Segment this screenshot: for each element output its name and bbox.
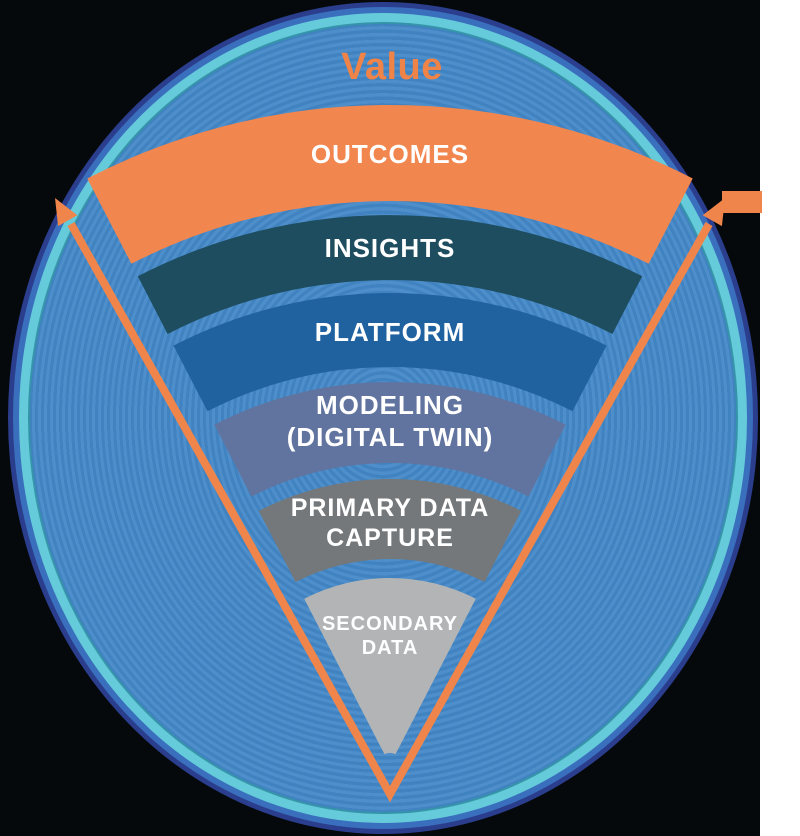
label-insights: INSIGHTS — [325, 233, 456, 263]
funnel-band-modeling — [214, 382, 566, 497]
label-outcomes: OUTCOMES — [311, 139, 469, 169]
label-primary-data-line1: PRIMARY DATA — [291, 494, 490, 522]
orange-edge-bar — [722, 191, 762, 213]
label-secondary-data-line2: DATA — [362, 637, 419, 659]
funnel-band-outcomes — [87, 104, 693, 264]
label-modeling-line2: (DIGITAL TWIN) — [287, 422, 494, 452]
funnel-band-insights — [137, 215, 643, 334]
value-arrow-head-right — [702, 198, 725, 227]
label-primary-data-line2: CAPTURE — [326, 524, 454, 552]
funnel-band-primary-data-capture — [258, 479, 522, 582]
funnel-band-secondary-data — [304, 577, 476, 755]
value-arrow — [55, 198, 725, 803]
label-secondary-data-line1: SECONDARY — [322, 613, 458, 635]
value-arrow-head-left — [55, 198, 78, 227]
right-white-strip — [760, 0, 800, 836]
label-modeling-line1: MODELING — [316, 390, 464, 420]
funnel-band-platform — [173, 293, 607, 412]
diagram-title: Value — [341, 46, 443, 88]
label-platform: PLATFORM — [315, 317, 466, 347]
value-arrow-lines — [67, 222, 713, 803]
